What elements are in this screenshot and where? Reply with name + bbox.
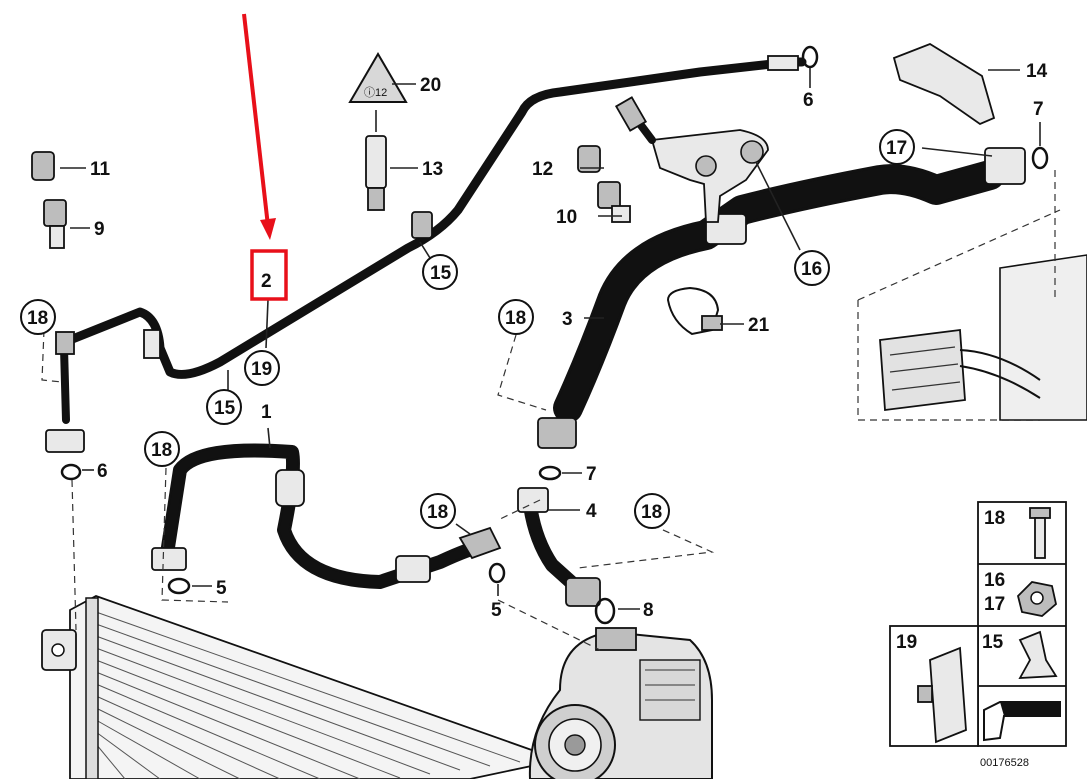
- label-16: 16: [801, 259, 822, 280]
- label-8: 8: [643, 600, 654, 621]
- red-arrow: [242, 13, 270, 227]
- compressor: [528, 627, 713, 779]
- label-15a: 15: [430, 263, 452, 284]
- label-12: 12: [532, 159, 553, 180]
- highlight-part-2: [242, 13, 288, 301]
- label-6b: 6: [97, 461, 108, 482]
- label-5b: 5: [491, 600, 502, 621]
- svg-text:ⓘ12: ⓘ12: [364, 86, 387, 99]
- label-15b: 15: [214, 398, 236, 419]
- engine-module: [857, 170, 1087, 421]
- hose-line-1: [151, 443, 502, 589]
- hose-line-2: [45, 55, 807, 453]
- label-2: 2: [261, 271, 272, 292]
- callout-circles: [20, 129, 915, 529]
- small-parts: ⓘ12: [31, 42, 1049, 625]
- label-17: 17: [886, 138, 907, 159]
- label-7b: 7: [586, 464, 597, 485]
- hose-line-3: [537, 147, 1026, 449]
- legend-label-18: 18: [984, 508, 1005, 529]
- label-14: 14: [1026, 61, 1048, 82]
- label-7a: 7: [1033, 99, 1044, 120]
- label-18e: 18: [641, 502, 662, 523]
- label-13: 13: [422, 159, 443, 180]
- red-highlight-box: [250, 249, 288, 301]
- legend-label-15: 15: [982, 632, 1004, 653]
- label-18d: 18: [427, 502, 448, 523]
- red-arrowhead: [260, 218, 276, 240]
- legend-label-16: 16: [984, 570, 1005, 591]
- bracket-16: [614, 96, 769, 223]
- label-1: 1: [261, 402, 272, 423]
- label-21: 21: [748, 315, 770, 336]
- part-labels: 1 2 3 4 5 5 6 6 7 7 8 9 10 11 12 13 14 1…: [27, 61, 1048, 621]
- label-4: 4: [586, 501, 597, 522]
- hose-line-4: [517, 487, 601, 607]
- label-11: 11: [90, 159, 111, 180]
- label-5a: 5: [216, 578, 227, 599]
- leader-lines: [60, 68, 1041, 610]
- label-18b: 18: [151, 440, 172, 461]
- legend-label-19: 19: [896, 632, 917, 653]
- label-6a: 6: [803, 90, 814, 111]
- label-3: 3: [562, 309, 573, 330]
- condenser: [41, 595, 564, 779]
- label-18c: 18: [505, 308, 526, 329]
- label-10: 10: [556, 207, 577, 228]
- dashed-guides: [41, 329, 715, 651]
- label-20: 20: [420, 75, 441, 96]
- label-18a: 18: [27, 308, 48, 329]
- legend-panel: 18 16 17 19 15 00176528: [889, 501, 1067, 769]
- label-9: 9: [94, 219, 105, 240]
- diagram-id: 00176528: [980, 757, 1029, 769]
- legend-label-17: 17: [984, 594, 1005, 615]
- label-19: 19: [251, 359, 272, 380]
